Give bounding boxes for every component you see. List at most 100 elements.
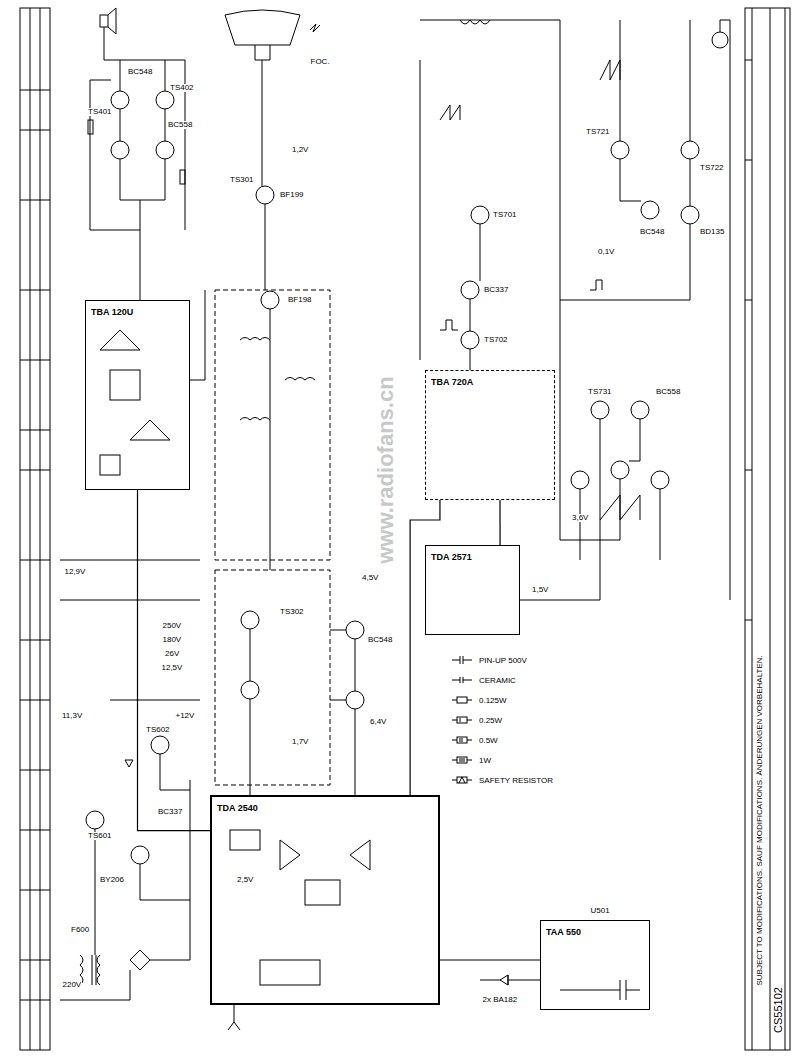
part-number: TS301 bbox=[229, 176, 255, 185]
tuner-connections-part bbox=[440, 960, 540, 961]
frame-deflection-part bbox=[571, 471, 589, 489]
line-output-stage-part bbox=[470, 224, 480, 370]
ic-box: TBA 720A bbox=[425, 370, 555, 500]
audio-output-stage bbox=[88, 8, 185, 300]
frame-deflection-part bbox=[681, 206, 699, 224]
if-amplifier-internals-part bbox=[280, 840, 370, 870]
frame-deflection-part bbox=[631, 401, 649, 419]
power-supply-part bbox=[125, 760, 133, 767]
diode-type: 2x BA182 bbox=[482, 996, 519, 1005]
picture-tube-part bbox=[225, 10, 300, 45]
power-supply-part bbox=[151, 736, 169, 754]
if-amplifier-internals bbox=[228, 830, 370, 1030]
frame-deflection-part bbox=[651, 471, 669, 489]
resistor-lead bbox=[452, 738, 472, 742]
ic-box: TDA 2540 bbox=[210, 795, 440, 1005]
legend-entry: SAFETY RESISTOR bbox=[450, 775, 553, 785]
video-if-stages bbox=[215, 186, 364, 795]
legend-sample bbox=[450, 775, 474, 785]
power-supply-part bbox=[86, 811, 104, 829]
legend-text: PIN-UP 500V bbox=[479, 656, 527, 665]
legend-entry: 0.25W bbox=[450, 715, 502, 725]
legend-sample bbox=[450, 755, 474, 765]
voltage: 250V bbox=[162, 622, 183, 631]
voltage: 26V bbox=[164, 650, 180, 659]
frame-table-part bbox=[745, 8, 790, 1050]
part-number: TS302 bbox=[279, 608, 305, 617]
transistor-type: BC558 bbox=[655, 388, 681, 397]
frame-table bbox=[20, 8, 790, 1050]
legend-entry: PIN-UP 500V bbox=[450, 655, 527, 665]
ic-box: TDA 2571 bbox=[425, 545, 520, 635]
resistor-lead bbox=[452, 758, 472, 762]
legend-sample bbox=[450, 655, 474, 665]
video-if-stages-part bbox=[346, 621, 364, 639]
power-supply bbox=[60, 560, 200, 1000]
legend-text: 0.25W bbox=[479, 716, 502, 725]
voltage: 2,5V bbox=[236, 876, 254, 885]
legend-sample bbox=[450, 695, 474, 705]
video-if-stages-part bbox=[256, 186, 274, 204]
resistor-symbol bbox=[457, 717, 467, 723]
part-number: TS601 bbox=[87, 832, 113, 841]
picture-tube-part bbox=[262, 60, 263, 186]
part-number: TS702 bbox=[483, 336, 509, 345]
frame-deflection-part bbox=[712, 32, 728, 48]
frame-table-part bbox=[745, 60, 752, 620]
watermark: www.radiofans.cn bbox=[373, 375, 397, 564]
if-amplifier-internals-part bbox=[260, 960, 320, 985]
sound-if-internals-part bbox=[190, 290, 205, 380]
transistor-type: BF198 bbox=[287, 296, 313, 305]
part-number: TS401 bbox=[87, 108, 113, 117]
power-supply-part bbox=[60, 700, 200, 1000]
picture-tube bbox=[225, 10, 320, 186]
electrode-name: FOC. bbox=[310, 58, 331, 67]
line-output-stage-part bbox=[420, 20, 560, 360]
sound-if-internals-part bbox=[110, 370, 140, 400]
transistor-type: BF199 bbox=[279, 191, 305, 200]
part-number: TS402 bbox=[169, 84, 195, 93]
picture-tube-part bbox=[255, 45, 270, 60]
legend-sample bbox=[450, 675, 474, 685]
resistor-symbol bbox=[457, 697, 467, 703]
part-number: TS722 bbox=[699, 164, 725, 173]
line-output-stage-part bbox=[461, 331, 479, 349]
diode-type: BY206 bbox=[99, 876, 125, 885]
part-number: TS701 bbox=[492, 211, 518, 220]
picture-tube-part bbox=[310, 24, 320, 32]
line-output-stage-part bbox=[471, 206, 489, 224]
frame-deflection-part bbox=[720, 20, 730, 600]
voltage: 180V bbox=[162, 636, 183, 645]
voltage: 1,5V bbox=[531, 586, 549, 595]
frame-table-part bbox=[752, 8, 785, 1050]
line-output-stage bbox=[420, 20, 560, 540]
resistor-lead bbox=[452, 718, 472, 722]
ic-type-label: TDA 2540 bbox=[215, 803, 260, 814]
audio-output-stage-part bbox=[156, 91, 174, 109]
legend-entry: 0.125W bbox=[450, 695, 507, 705]
ic-type-label: TDA 2571 bbox=[429, 552, 474, 563]
part-number: U501 bbox=[590, 907, 611, 916]
line-output-stage-part bbox=[560, 20, 561, 540]
if-amplifier-internals-part bbox=[228, 1005, 240, 1030]
if-amplifier-internals-part bbox=[230, 830, 260, 850]
frame-table-part bbox=[20, 8, 50, 1050]
voltage: 0,1V bbox=[597, 248, 615, 257]
video-if-stages-part bbox=[241, 681, 259, 699]
legend-text: 0.125W bbox=[479, 696, 507, 705]
transistor-type: BC558 bbox=[167, 121, 193, 130]
frame-deflection-part bbox=[611, 141, 629, 159]
tuner-connections-part bbox=[560, 980, 640, 1000]
frame-table-part bbox=[20, 90, 50, 1000]
voltage: 3,6V bbox=[571, 514, 589, 523]
ic-type-label: TAA 550 bbox=[544, 927, 583, 938]
transistor-type: BC548 bbox=[639, 228, 665, 237]
voltage: 4,5V bbox=[361, 574, 379, 583]
signal-wire bbox=[499, 500, 500, 545]
signal-wire bbox=[138, 490, 211, 831]
video-if-stages-part bbox=[241, 611, 259, 629]
